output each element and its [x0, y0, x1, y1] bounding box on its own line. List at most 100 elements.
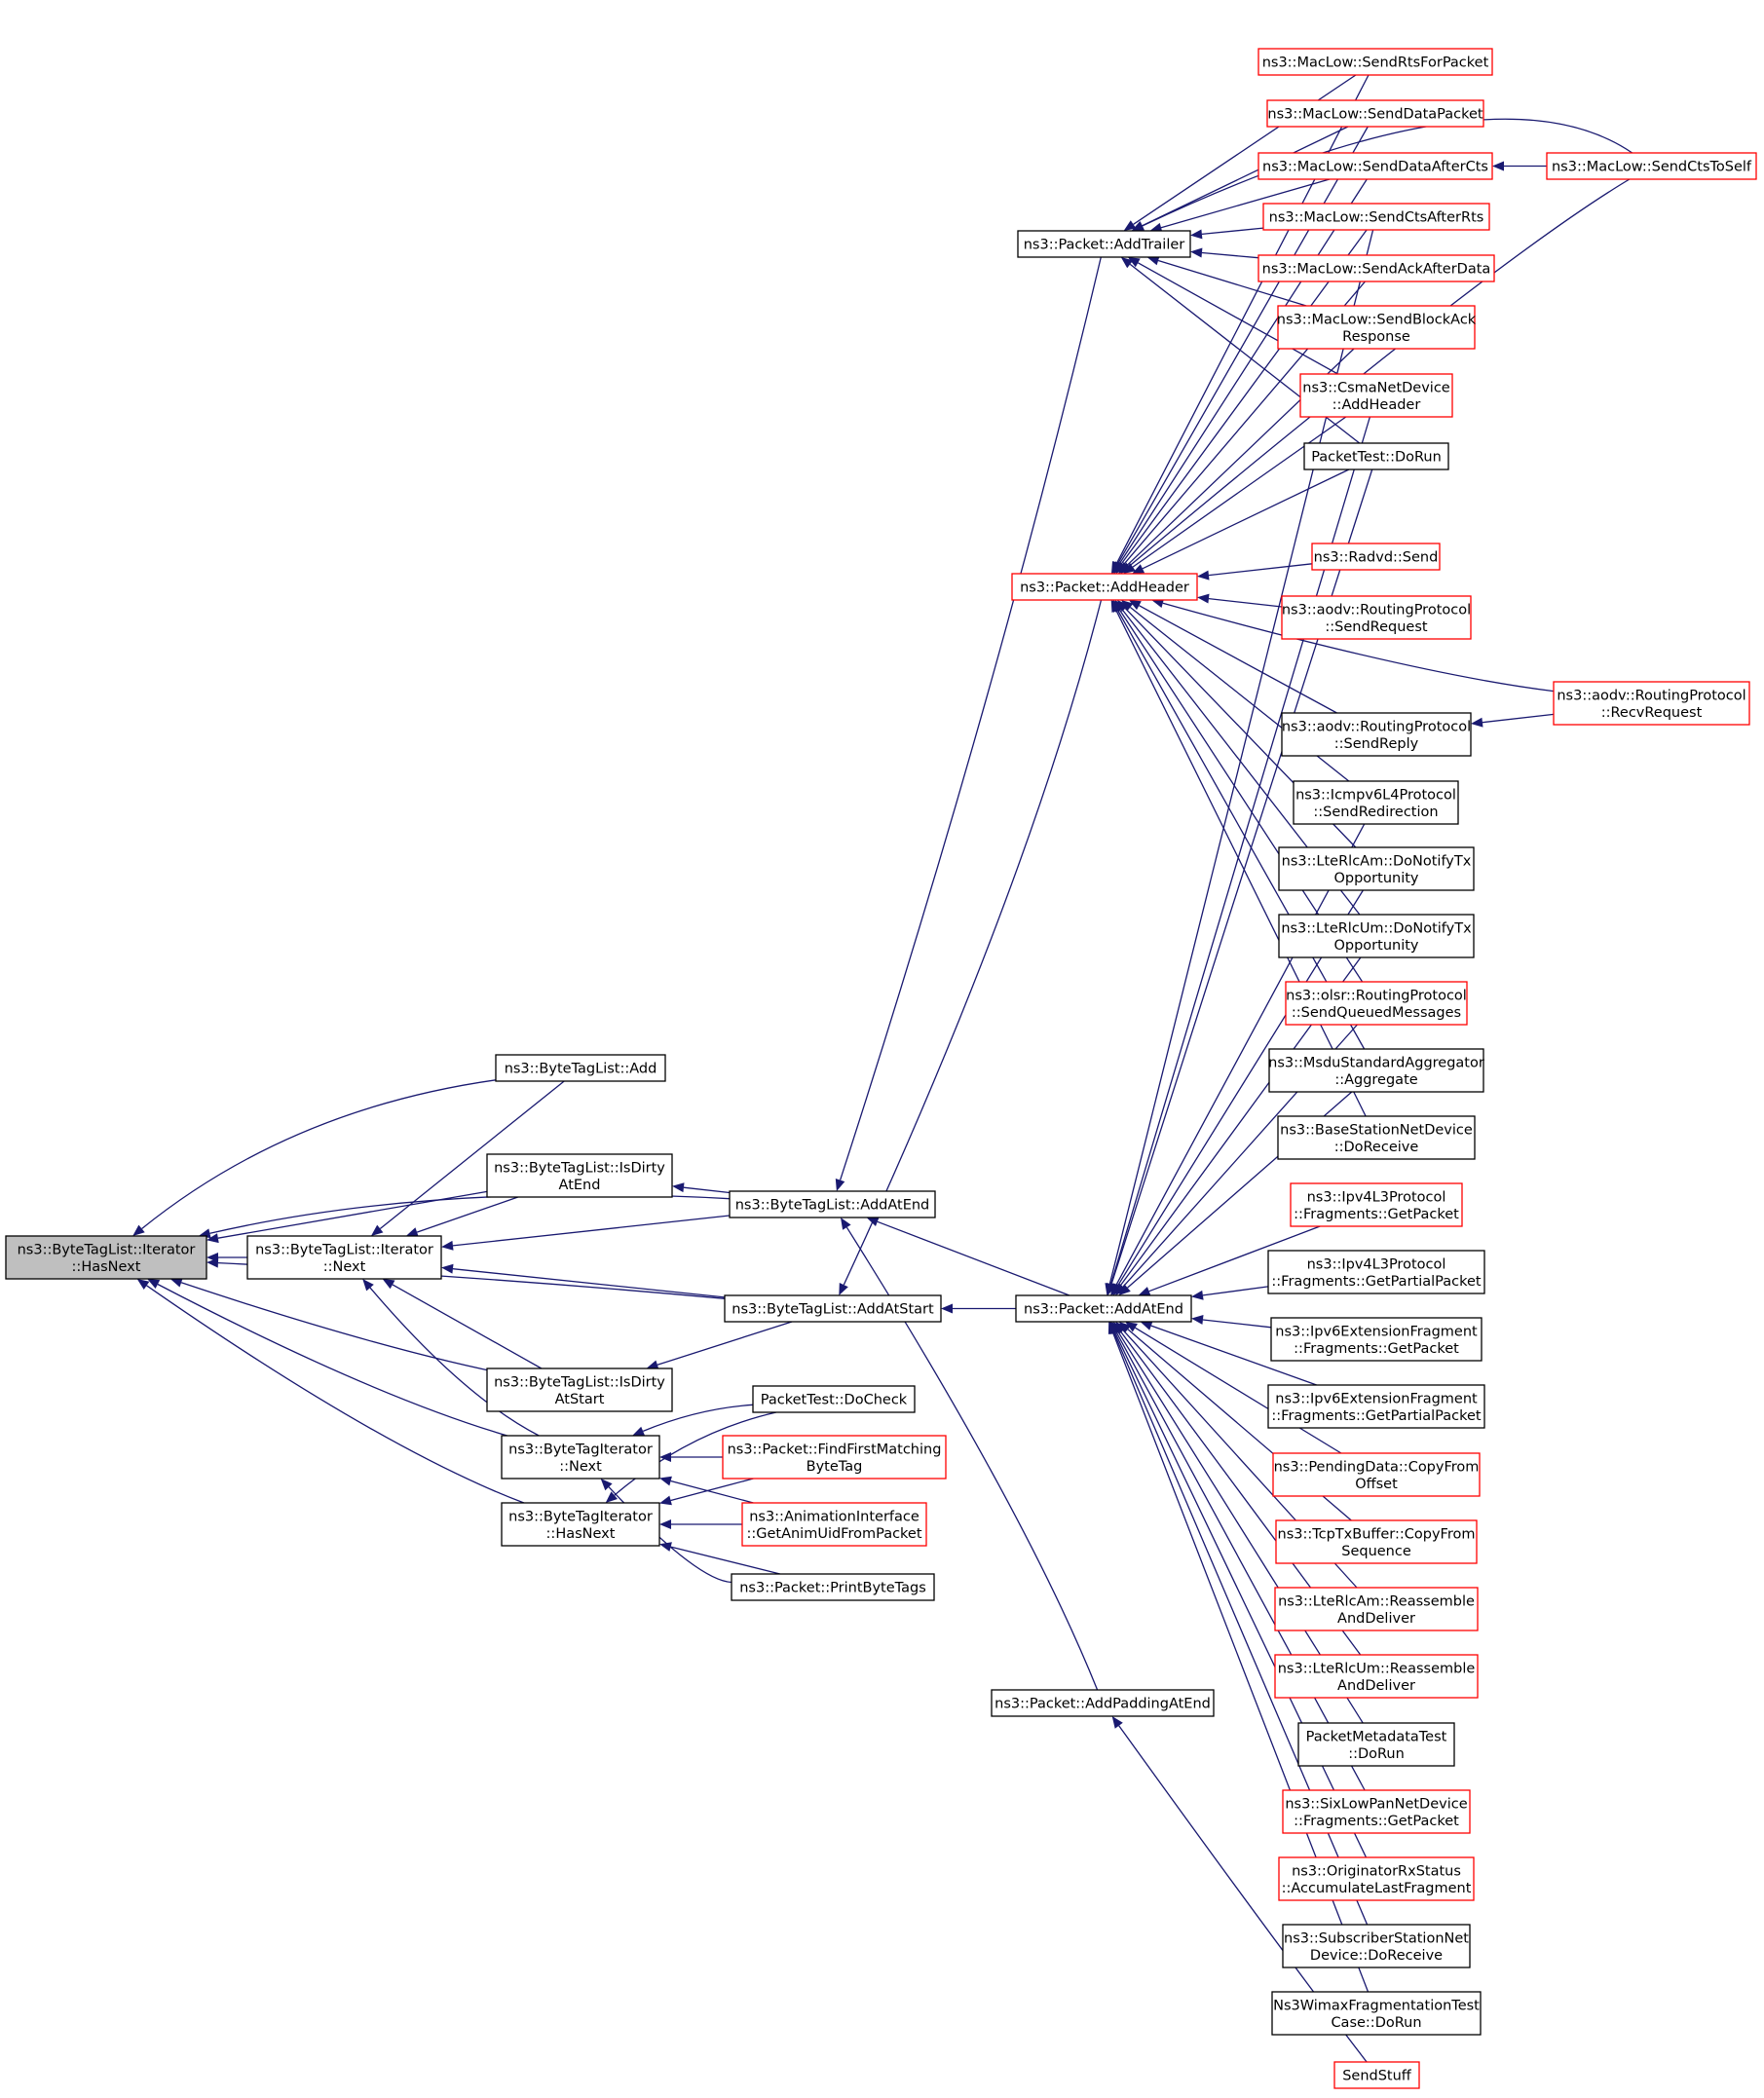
arrowhead-isdirty_atend	[672, 1182, 685, 1193]
arrowhead-p_addtrailer	[1132, 221, 1145, 231]
node-radvd_send[interactable]: ns3::Radvd::Send	[1311, 543, 1441, 571]
edge-bti_hasnext-calls-hasnext	[146, 1285, 525, 1504]
node-label-line: ns3::Packet::PrintByteTags	[739, 1581, 926, 1596]
node-label-line: ns3::BaseStationNetDevice	[1280, 1122, 1473, 1138]
node-box	[486, 1153, 673, 1198]
edge-p_addheader-calls-btl_addatstart	[843, 599, 1103, 1286]
node-ctstoself[interactable]: ns3::MacLow::SendCtsToSelf	[1546, 152, 1757, 180]
node-label-line: AtStart	[555, 1392, 605, 1407]
node-hasnext[interactable]: ns3::ByteTagList::Iterator::HasNext	[5, 1235, 207, 1280]
node-p_addtrailer[interactable]: ns3::Packet::AddTrailer	[1017, 230, 1191, 258]
node-msdu_aggregate[interactable]: ns3::MsduStandardAggregator::Aggregate	[1268, 1048, 1484, 1093]
node-box	[1277, 1115, 1476, 1160]
node-label-line: ns3::Ipv4L3Protocol	[1307, 1256, 1446, 1272]
node-dataaftercts[interactable]: ns3::MacLow::SendDataAfterCts	[1257, 152, 1493, 180]
node-p_addatend[interactable]: ns3::Packet::AddAtEnd	[1015, 1294, 1192, 1323]
node-iter_next[interactable]: ns3::ByteTagList::Iterator::Next	[246, 1235, 442, 1280]
node-p_addheader[interactable]: ns3::Packet::AddHeader	[1011, 573, 1198, 601]
edge-btl_addatstart-calls-iter_next	[452, 1268, 726, 1298]
edge-pt_dorun-calls-p_addheader	[1142, 468, 1350, 570]
node-label-line: ns3::Packet::FindFirstMatching	[728, 1442, 942, 1457]
node-label-line: ns3::aodv::RoutingProtocol	[1557, 688, 1745, 703]
node-pt_docheck[interactable]: PacketTest::DoCheck	[752, 1385, 916, 1413]
node-originator_accum[interactable]: ns3::OriginatorRxStatus::AccumulateLastF…	[1278, 1856, 1475, 1901]
arrowhead-p_addheader	[1118, 562, 1131, 574]
arrowhead-hasnext	[132, 1224, 145, 1236]
node-label-line: ns3::SixLowPanNetDevice	[1285, 1796, 1467, 1812]
node-csma_addheader[interactable]: ns3::CsmaNetDevice::AddHeader	[1299, 373, 1453, 418]
edge-isdirty_atend-calls-iter_next	[416, 1196, 519, 1233]
node-bs_doreceive[interactable]: ns3::BaseStationNetDevice::DoReceive	[1277, 1115, 1476, 1160]
arrowhead-bti_next	[632, 1426, 646, 1436]
edge-ss_doreceive-calls-p_addatend	[1112, 1331, 1369, 1926]
node-label-line: ns3::Packet::AddTrailer	[1024, 238, 1185, 253]
node-box	[1333, 2061, 1420, 2089]
node-box	[501, 1435, 660, 1480]
edge-btl_add-calls-iter_next	[379, 1080, 565, 1230]
node-aodv_sendreply[interactable]: ns3::aodv::RoutingProtocol::SendReply	[1281, 712, 1472, 757]
node-sendstuff[interactable]: SendStuff	[1333, 2061, 1420, 2089]
node-label-line: ::SendRedirection	[1313, 805, 1438, 820]
node-label-line: ns3::ByteTagList::Iterator	[18, 1242, 196, 1257]
node-bti_next[interactable]: ns3::ByteTagIterator::Next	[501, 1435, 660, 1480]
node-ipv6_getpartial[interactable]: ns3::Ipv6ExtensionFragment::Fragments::G…	[1267, 1384, 1485, 1429]
node-ctsafterrts[interactable]: ns3::MacLow::SendCtsAfterRts	[1262, 203, 1490, 231]
node-olsr_sendqueued[interactable]: ns3::olsr::RoutingProtocol::SendQueuedMe…	[1285, 981, 1468, 1026]
node-btl_addatstart[interactable]: ns3::ByteTagList::AddAtStart	[724, 1294, 942, 1323]
edge-aodv_recvrequest-calls-aodv_sendreply	[1482, 713, 1555, 724]
arrowhead-p_addheader	[1132, 564, 1145, 574]
node-sixlowpan_getpacket[interactable]: ns3::SixLowPanNetDevice::Fragments::GetP…	[1282, 1789, 1471, 1834]
node-ss_doreceive[interactable]: ns3::SubscriberStationNetDevice::DoRecei…	[1282, 1924, 1471, 1968]
node-senddatapacket[interactable]: ns3::MacLow::SendDataPacket	[1266, 99, 1484, 128]
arrowhead-p_addatend	[1107, 1322, 1118, 1334]
arrowhead-p_addtrailer	[1190, 247, 1203, 258]
edge-ctsafterrts-calls-p_addtrailer	[1201, 227, 1264, 236]
node-ipv6_getpacket[interactable]: ns3::Ipv6ExtensionFragment::Fragments::G…	[1270, 1317, 1483, 1362]
node-box	[991, 1689, 1215, 1717]
node-label-line: ns3::LteRlcUm::Reassemble	[1278, 1661, 1476, 1676]
node-label-line: AndDeliver	[1337, 1611, 1415, 1627]
arrowhead-bti_hasnext	[659, 1542, 672, 1552]
node-label-line: Ns3WimaxFragmentationTest	[1273, 1998, 1480, 2013]
node-bti_hasnext[interactable]: ns3::ByteTagIterator::HasNext	[501, 1502, 660, 1547]
node-getanimuid[interactable]: ns3::AnimationInterface::GetAnimUidFromP…	[741, 1502, 927, 1547]
node-rtsforpacket[interactable]: ns3::MacLow::SendRtsForPacket	[1257, 48, 1493, 76]
node-box	[1277, 305, 1476, 350]
node-ackafterdata[interactable]: ns3::MacLow::SendAckAfterData	[1257, 254, 1495, 282]
arrowhead-bti_hasnext	[659, 1519, 671, 1529]
arrowhead-p_addtrailer	[1149, 222, 1163, 233]
node-box	[1015, 1294, 1192, 1323]
arrowhead-iter_next	[382, 1279, 395, 1290]
node-box	[741, 1502, 927, 1547]
node-aodv_sendrequest[interactable]: ns3::aodv::RoutingProtocol::SendRequest	[1281, 595, 1472, 640]
node-btl_add[interactable]: ns3::ByteTagList::Add	[495, 1054, 666, 1082]
node-pt_dorun[interactable]: PacketTest::DoRun	[1303, 442, 1449, 470]
node-aodv_recvrequest[interactable]: ns3::aodv::RoutingProtocol::RecvRequest	[1553, 681, 1750, 726]
arrowhead-iter_next	[370, 1224, 384, 1236]
node-btl_addatend[interactable]: ns3::ByteTagList::AddAtEnd	[729, 1190, 936, 1218]
node-label-line: ::DoRun	[1348, 1746, 1405, 1762]
arrowhead-hasnext	[206, 1233, 219, 1244]
node-box	[1285, 981, 1468, 1026]
node-pmt_dorun[interactable]: PacketMetadataTest::DoRun	[1297, 1722, 1455, 1767]
node-ipv4_getpartial[interactable]: ns3::Ipv4L3Protocol::Fragments::GetParti…	[1267, 1250, 1485, 1294]
edge-bti_next-calls-iter_next	[369, 1287, 540, 1437]
node-printbytetags[interactable]: ns3::Packet::PrintByteTags	[731, 1573, 935, 1601]
node-ipv4_getpacket[interactable]: ns3::Ipv4L3Protocol::Fragments::GetPacke…	[1290, 1182, 1463, 1227]
node-label-line: ns3::MacLow::SendRtsForPacket	[1262, 56, 1489, 71]
edge-ackafterdata-calls-p_addtrailer	[1201, 251, 1259, 259]
edge-rtsforpacket-calls-p_addheader	[1115, 74, 1370, 564]
node-p_addpadding[interactable]: ns3::Packet::AddPaddingAtEnd	[991, 1689, 1215, 1717]
node-icmpv6_sendredir[interactable]: ns3::Icmpv6L4Protocol::SendRedirection	[1293, 780, 1459, 825]
